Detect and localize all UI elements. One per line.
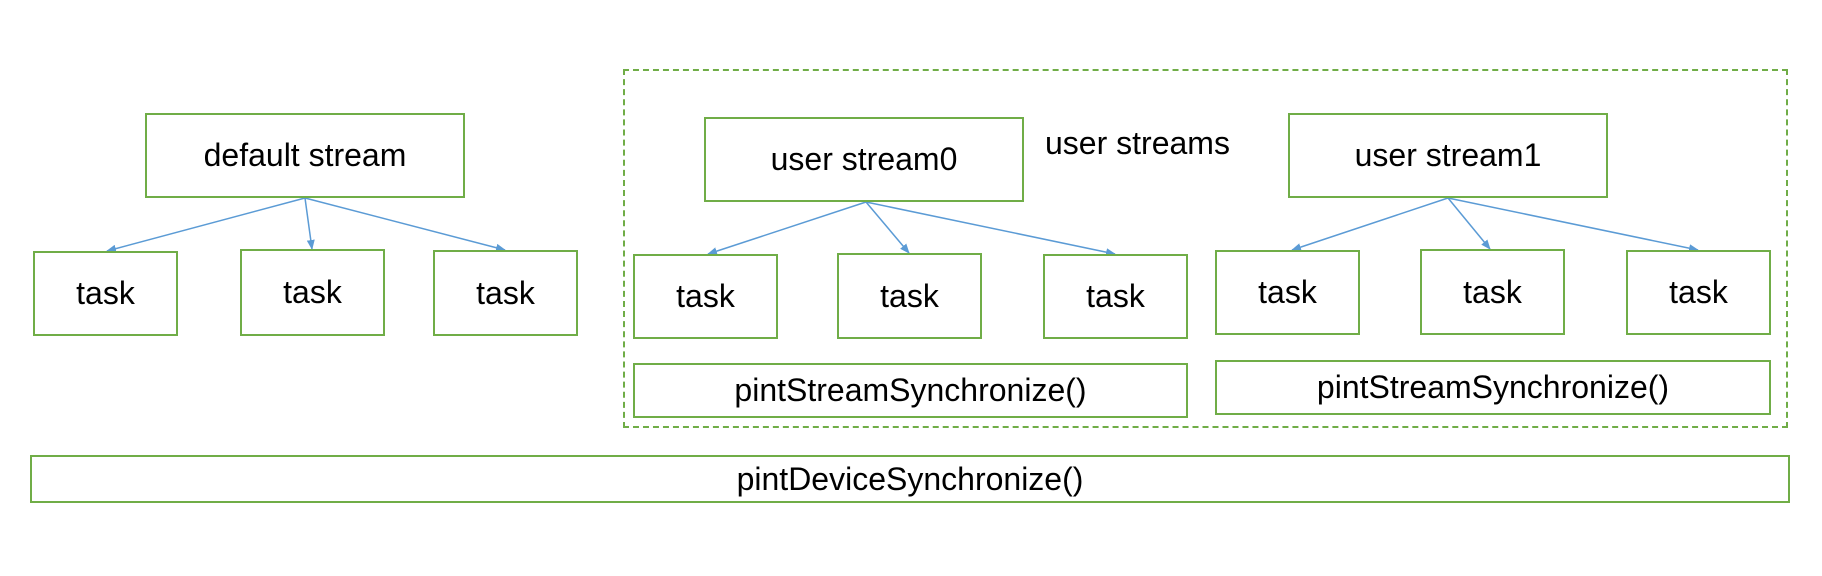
user-stream0-task: task — [837, 253, 982, 339]
user-stream0-box: user stream0 — [704, 117, 1024, 202]
arrow-stream1-task-3 — [1447, 197, 1699, 253]
default-stream-box: default stream — [145, 113, 465, 198]
default-stream-task: task — [33, 251, 178, 336]
user-stream1-sync-box: pintStreamSynchronize() — [1215, 360, 1771, 415]
user-stream1-task: task — [1420, 249, 1565, 335]
user-streams-group — [623, 69, 1788, 428]
arrow-stream1-task-2 — [1447, 197, 1491, 250]
user-stream1-task: task — [1626, 250, 1771, 335]
user-stream0-task: task — [1043, 254, 1188, 339]
user-stream0-task: task — [633, 254, 778, 339]
arrow-stream0-task-3 — [865, 201, 1116, 257]
user-stream0-sync-box: pintStreamSynchronize() — [633, 363, 1188, 418]
arrow-stream0-task-2 — [865, 201, 910, 254]
default-stream-task: task — [240, 249, 385, 336]
user-stream1-task: task — [1215, 250, 1360, 335]
default-stream-task: task — [433, 250, 578, 336]
user-stream1-box: user stream1 — [1288, 113, 1608, 198]
arrow-stream0-task-1 — [707, 201, 867, 255]
device-sync-box: pintDeviceSynchronize() — [30, 455, 1790, 503]
user-streams-label: user streams — [1045, 125, 1230, 161]
arrow-default-task-3 — [304, 197, 506, 252]
arrow-stream1-task-1 — [1291, 197, 1449, 251]
arrow-default-task-2 — [304, 197, 315, 250]
arrow-default-task-1 — [106, 197, 306, 253]
